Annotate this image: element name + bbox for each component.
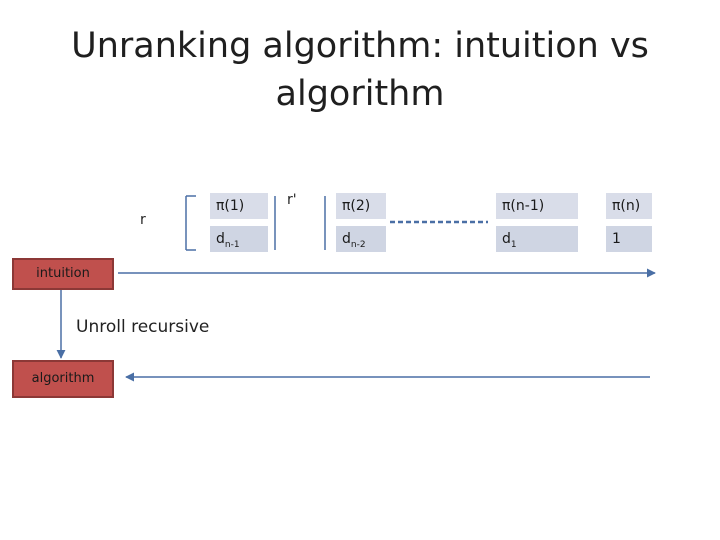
cell-d-1: d1 <box>496 226 578 252</box>
cell-d-n-1-main: d <box>216 231 225 247</box>
unroll-note: Unroll recursive <box>76 317 210 337</box>
cell-one-main: 1 <box>612 231 621 247</box>
cell-d-n-1: dn-1 <box>210 226 268 252</box>
cell-d-n-2-main: d <box>342 231 351 247</box>
title-line-1: Unranking algorithm: intuition vs <box>71 26 649 66</box>
cell-d-n-2-sub: n-2 <box>350 240 366 250</box>
cell-d-n-1-sub: n-1 <box>224 240 240 250</box>
cell-pi-n-1: π(n-1) <box>496 193 578 219</box>
r-label: r <box>140 212 146 228</box>
cell-pi-1: π(1) <box>210 193 268 219</box>
cell-pi-n: π(n) <box>606 193 652 219</box>
intuition-box: intuition <box>12 258 114 290</box>
cell-d-1-sub: 1 <box>510 240 517 250</box>
cell-pi-2: π(2) <box>336 193 386 219</box>
r-prime-label: r' <box>287 192 297 208</box>
cell-one: 1 <box>606 226 652 252</box>
cell-d-n-2: dn-2 <box>336 226 386 252</box>
slide-title: Unranking algorithm: intuition vs algori… <box>0 22 720 118</box>
cell-d-1-main: d <box>502 231 511 247</box>
algorithm-box: algorithm <box>12 360 114 398</box>
title-line-2: algorithm <box>275 74 445 114</box>
